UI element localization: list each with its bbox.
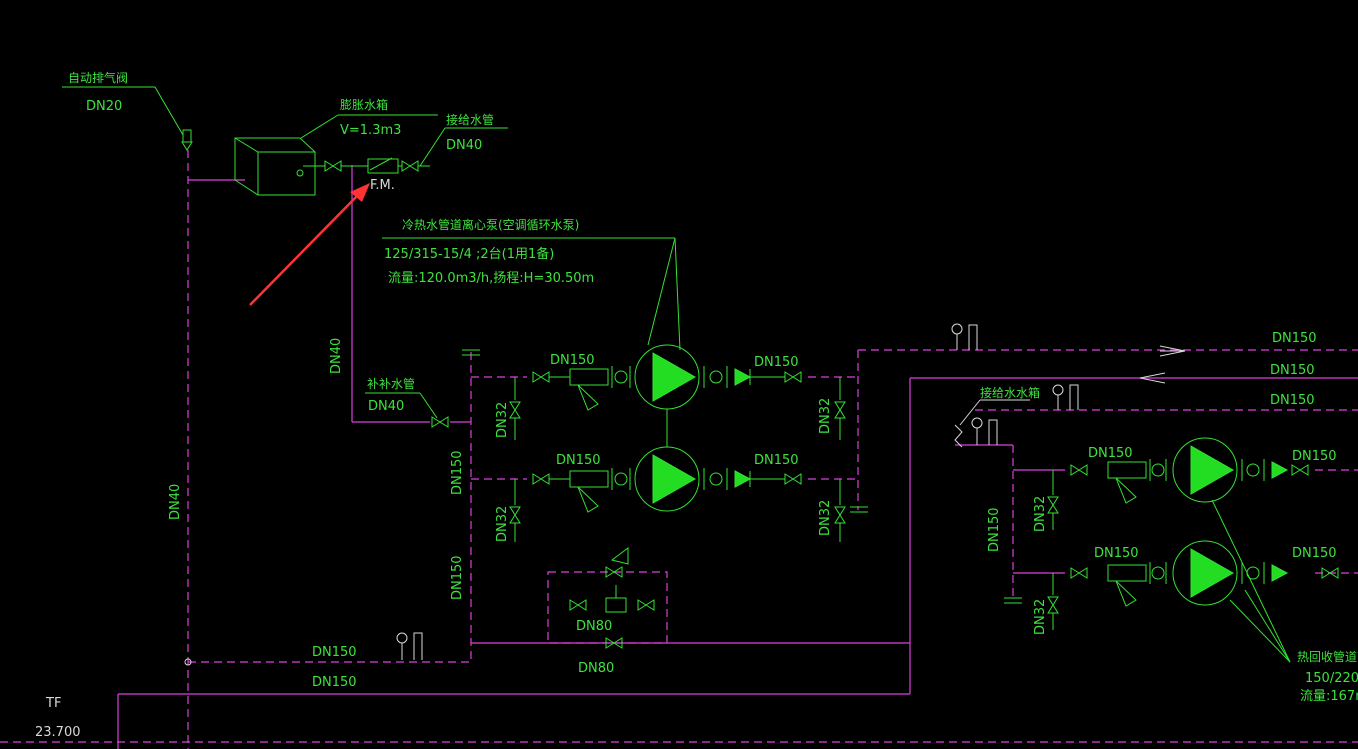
red-annotation-arrow (249, 183, 370, 306)
right-pump-title: 热回收管道离心 (1297, 649, 1358, 664)
right-makeup-branch (954, 399, 1030, 448)
tf-label: TF (45, 696, 61, 711)
dn150-vert-b: DN150 (450, 555, 465, 600)
tank-title: 膨胀水箱 (340, 97, 388, 112)
pump-row-2 (509, 409, 846, 542)
tf-elevation: 23.700 (35, 725, 81, 740)
fill-water-branch (365, 392, 449, 428)
makeup-title: 接给水管 (446, 112, 494, 127)
expansion-tank (234, 114, 508, 196)
dn150-p2-out: DN150 (754, 453, 799, 468)
pump-flow: 流量:120.0m3/h,扬程:H=30.50m (388, 271, 594, 286)
dn150-right-c: DN150 (1270, 393, 1315, 408)
fill-title: 补补水管 (367, 376, 415, 391)
pipe-caps (184, 349, 1022, 666)
dn150-p2-in: DN150 (556, 453, 601, 468)
dn32-b: DN32 (495, 506, 510, 542)
pipe-network (0, 150, 1358, 749)
dn32-c: DN32 (818, 398, 833, 434)
right-makeup-title: 接给水水箱 (980, 385, 1040, 400)
right-pump-row-2 (1047, 499, 1339, 663)
dn150-vert-a: DN150 (450, 450, 465, 495)
dn150-r-p2-in: DN150 (1094, 546, 1139, 561)
dn150-r-p2-out: DN150 (1292, 546, 1337, 561)
dn32-d: DN32 (818, 500, 833, 536)
dn150-bottom-a: DN150 (312, 645, 357, 660)
dn32-r-b: DN32 (1033, 599, 1048, 635)
air-vent-valve (62, 86, 193, 151)
riser-dn40-a: DN40 (329, 338, 344, 374)
dn32-r-a: DN32 (1033, 496, 1048, 532)
flow-arrows (1139, 345, 1186, 384)
dn80-a: DN80 (576, 619, 612, 634)
pump-row-1 (509, 344, 846, 440)
dn150-right-a: DN150 (1272, 331, 1317, 346)
dn150-r-p1-in: DN150 (1088, 446, 1133, 461)
tank-volume: V=1.3m3 (340, 123, 401, 138)
fill-dn: DN40 (368, 399, 404, 414)
dn150-bottom-b: DN150 (312, 675, 357, 690)
dn80-b: DN80 (578, 661, 614, 676)
air-vent-dn: DN20 (86, 99, 122, 114)
dn150-right-b: DN150 (1270, 363, 1315, 378)
pump-spec: 125/315-15/4 ;2台(1用1备) (384, 246, 554, 262)
dn32-a: DN32 (495, 402, 510, 438)
dn150-r-vert: DN150 (987, 507, 1002, 552)
bypass-valve-assembly (569, 547, 655, 649)
air-vent-title: 自动排气阀 (68, 70, 128, 85)
pressure-gauges (396, 323, 1079, 660)
makeup-dn: DN40 (446, 138, 482, 153)
dn150-p1-out: DN150 (754, 355, 799, 370)
right-pump-spec: 150/220 (1305, 671, 1358, 686)
dn150-r-p1-out: DN150 (1292, 449, 1337, 464)
right-pump-flow: 流量:167m (1300, 689, 1358, 704)
riser-dn40-b: DN40 (168, 484, 183, 520)
right-pump-row-1 (1047, 437, 1309, 530)
pump-title: 冷热水管道离心泵(空调循环水泵) (402, 217, 579, 232)
text-labels: 自动排气阀 DN20 膨胀水箱 V=1.3m3 接给水管 DN40 F.M. 冷… (35, 70, 1358, 740)
flowmeter-label: F.M. (370, 178, 395, 193)
dn150-p1-in: DN150 (550, 353, 595, 368)
pump-leader (382, 237, 681, 351)
